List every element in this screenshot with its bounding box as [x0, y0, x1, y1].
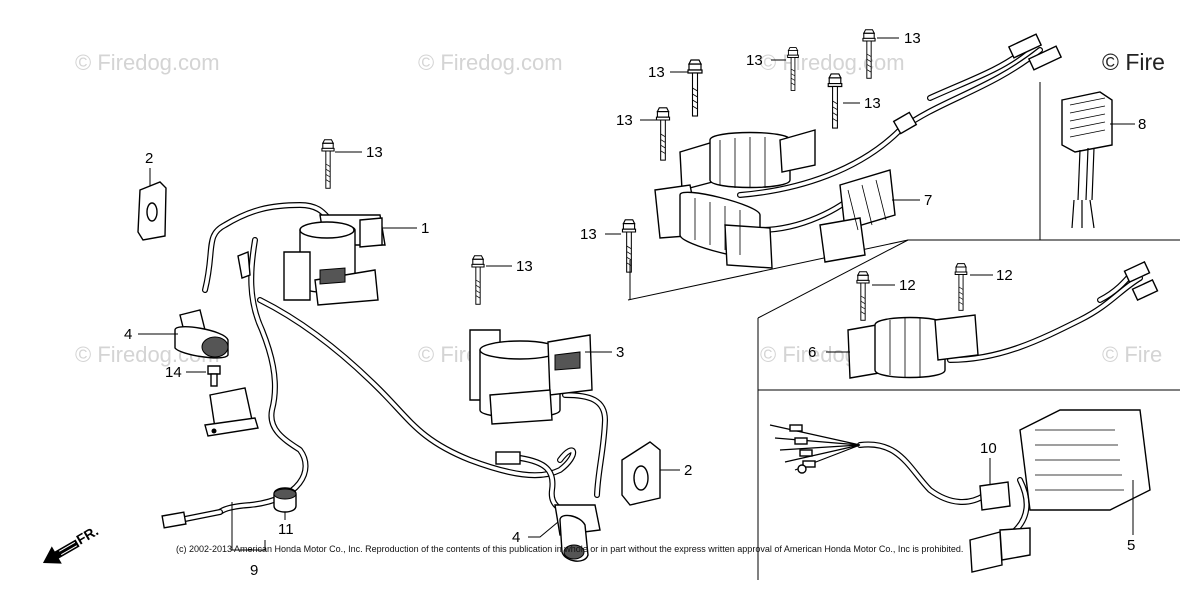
- leader-lines: [138, 37, 1135, 551]
- copyright-notice: (c) 2002-2013 American Honda Motor Co., …: [176, 544, 963, 554]
- regulator-5: [769, 409, 1151, 573]
- grommet-11: [273, 487, 297, 513]
- callout-6: 6: [808, 344, 816, 361]
- callout-13: 13: [904, 30, 921, 47]
- callout-12: 12: [996, 267, 1013, 284]
- callout-9: 9: [250, 562, 258, 579]
- spark-plug-cap-upper: [174, 309, 229, 359]
- panel-border-diagonal: [757, 239, 909, 319]
- watermarks: © Firedog.com © Firedog.com © Firedog.co…: [75, 49, 1165, 367]
- charge-coil-assembly: [654, 33, 1063, 269]
- watermark: © Firedog.com: [418, 50, 563, 75]
- callout-10: 10: [980, 440, 997, 457]
- callout-5: 5: [1127, 537, 1135, 554]
- callout-13: 13: [580, 226, 597, 243]
- grommet-upper: [137, 181, 167, 241]
- watermark: © Firedog.com: [75, 50, 220, 75]
- charge-coil-6: [847, 260, 1159, 379]
- callout-1: 1: [421, 220, 429, 237]
- regulator-8: [1061, 91, 1113, 229]
- callout-12: 12: [899, 277, 916, 294]
- arrow-icon: [42, 539, 80, 564]
- watermark: © Fire: [1102, 342, 1162, 367]
- spark-plug-cap-lower: [554, 504, 601, 562]
- watermark: © Firedog.com: [760, 50, 905, 75]
- callout-13: 13: [746, 52, 763, 69]
- callout-13: 13: [648, 64, 665, 81]
- callout-13: 13: [516, 258, 533, 275]
- callout-4: 4: [512, 529, 520, 546]
- engine-switch: [204, 387, 259, 437]
- panel-borders: [627, 82, 1180, 580]
- callout-13: 13: [616, 112, 633, 129]
- bolt-14: [207, 365, 221, 387]
- callout-3: 3: [616, 344, 624, 361]
- callout-11: 11: [278, 521, 294, 538]
- callout-13: 13: [864, 95, 881, 112]
- callout-13: 13: [366, 144, 383, 161]
- callout-2: 2: [684, 462, 692, 479]
- grommet-lower: [621, 441, 661, 506]
- callout-8: 8: [1138, 116, 1146, 133]
- callout-14: 14: [165, 364, 182, 381]
- callouts: 1 2 2 3 4 4 5 6 7 8 9 10 11 12 12 13 13 …: [124, 30, 1146, 579]
- front-direction-indicator: FR.: [42, 522, 101, 564]
- callout-2: 2: [145, 150, 153, 167]
- callout-4: 4: [124, 326, 132, 343]
- ignition-coil: [283, 214, 386, 306]
- callout-7: 7: [924, 192, 932, 209]
- watermark: © Fire: [1102, 49, 1165, 75]
- ignition-coil-2: [469, 329, 593, 425]
